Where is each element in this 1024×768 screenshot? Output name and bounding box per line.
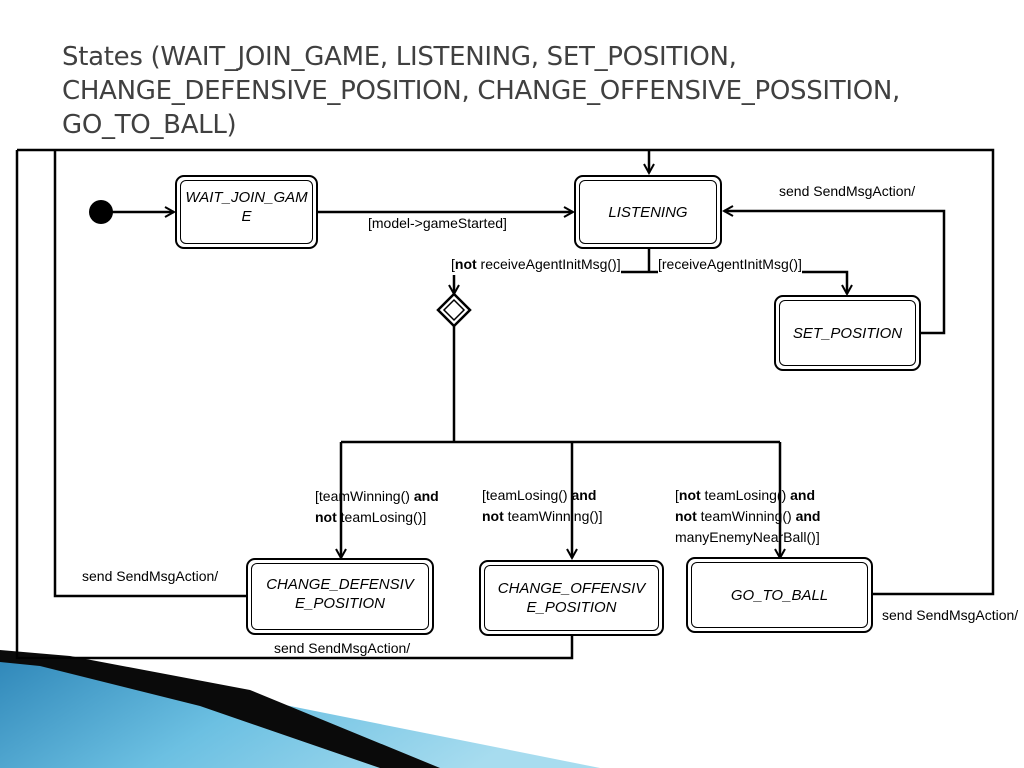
label-send-action-set-position: send SendMsgAction/ [779,183,916,199]
label-enemy-near-ball: [not teamLosing() and not teamWinning() … [675,487,821,545]
edge-set-position-return [724,211,946,335]
label-team-winning: [teamWinning() and not teamLosing()] [315,488,439,525]
state-wait-join-game: WAIT_JOIN_GAME [175,175,318,249]
edge-to-decision [454,270,649,294]
label-team-losing: [teamLosing() and not teamWinning()] [482,487,603,524]
state-listening-label: LISTENING [608,203,688,221]
label-send-action-offensive: send SendMsgAction/ [274,640,411,656]
slide-title: States (WAIT_JOIN_GAME, LISTENING, SET_P… [62,42,900,140]
edge-offensive-return [15,150,574,660]
state-change-offensive-position: CHANGE_OFFENSIVE_POSITION [479,560,664,636]
state-wait-join-game-label: WAIT_JOIN_GAME [185,189,308,225]
state-change-defensive-label: CHANGE_DEFENSIVE_POSITION [266,575,414,612]
edge-to-set-position [649,270,847,294]
label-send-action-defensive: send SendMsgAction/ [82,568,219,584]
edge-defensive-return [53,150,246,598]
state-set-position-label: SET_POSITION [792,324,903,342]
state-change-defensive-position: CHANGE_DEFENSIVE_POSITION [246,558,434,635]
label-game-started: [model->gameStarted] [368,215,507,231]
decision-diamond-inner [442,298,466,322]
initial-state-dot [89,200,113,224]
label-init-msg: [receiveAgentInitMsg()] [658,254,802,275]
label-send-action-ball: send SendMsgAction/ [882,607,1019,623]
deco-dark-band [0,650,440,768]
state-go-to-ball: GO_TO_BALL [686,557,873,633]
state-change-offensive-label: CHANGE_OFFENSIVE_POSITION [497,580,646,616]
state-listening: LISTENING [574,175,722,249]
label-not-init-msg: [not receiveAgentInitMsg()] [451,254,621,275]
edge-loop-frame [17,148,995,596]
state-go-to-ball-label: GO_TO_BALL [730,586,829,604]
state-set-position: SET_POSITION [774,295,921,371]
